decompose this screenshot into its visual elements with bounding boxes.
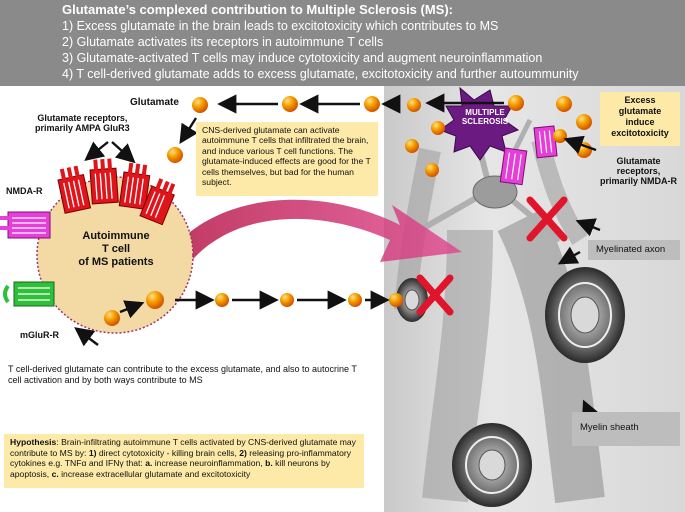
hypothesis-text-6: increase extracellular glutamate and exc… — [58, 468, 251, 479]
nmda-receptor-neuron — [499, 147, 528, 186]
ms-label-line1: MULTIPLE — [465, 108, 505, 117]
nmda-right-line2: receptors, — [616, 166, 661, 176]
neuron-body — [472, 175, 518, 209]
flow-arrows — [74, 93, 601, 422]
ms-star-label: MULTIPLE SCLEROSIS — [452, 108, 518, 126]
ampa-receptor-label: Glutamate receptors, primarily AMPA GluR… — [35, 113, 130, 133]
nmda-right-line1: Glutamate — [616, 156, 661, 166]
excess-line1: Excess — [624, 95, 656, 105]
ampa-label-line1: Glutamate receptors, — [37, 113, 128, 123]
excess-glutamate-note: Excess glutamate induce excitotoxicity — [600, 92, 680, 146]
page-title: Glutamate’s complexed contribution to Mu… — [62, 2, 454, 17]
cns-glutamate-note: CNS-derived glutamate can activate autoi… — [196, 122, 378, 196]
glutamate-label: Glutamate — [130, 97, 179, 108]
tcell-contribution-note: T cell-derived glutamate can contribute … — [8, 364, 357, 385]
header-point-4: 4) T cell-derived glutamate adds to exce… — [62, 67, 579, 81]
header-point-2: 2) Glutamate activates its receptors in … — [62, 35, 384, 49]
hypothesis-point-2: 2) — [239, 447, 247, 458]
tcell-label-line3: of MS patients — [78, 256, 154, 268]
hypothesis-text-5: kill neurons by apoptosis, — [10, 458, 331, 479]
tcell-label-line1: Autoimmune — [82, 230, 150, 242]
myelinated-axon-label: Myelinated axon — [588, 240, 680, 260]
ms-label-line2: SCLEROSIS — [461, 117, 509, 126]
hypothesis-point-c: c. — [51, 468, 59, 479]
header-point-3: 3) Glutamate-activated T cells may induc… — [62, 51, 543, 65]
mglur-label: mGluR-R — [20, 330, 59, 340]
excess-line4: excitotoxicity — [611, 128, 669, 138]
nmda-receptor-tcell — [0, 211, 51, 239]
nmda-receptor-neuron-2 — [533, 125, 558, 159]
ampa-label-line2: primarily AMPA GluR3 — [35, 123, 130, 133]
hypothesis-text-2: direct cytotoxicity - killing brain cell… — [96, 447, 240, 458]
header-point-1: 1) Excess glutamate in the brain leads t… — [62, 19, 499, 33]
tcell-label-line2: T cell — [101, 243, 131, 255]
ms-star-badge — [438, 86, 520, 161]
tcell-infiltration-arrow — [150, 199, 462, 300]
nmda-neuron-label: Glutamate receptors, primarily NMDA-R — [600, 156, 677, 186]
myelin-sheath-label: Myelin sheath — [572, 412, 680, 446]
nmda-label: NMDA-R — [6, 186, 43, 196]
myelin-sheath-rings — [396, 267, 625, 507]
hypothesis-box: Hypothesis: Brain-infiltrating autoimmun… — [4, 434, 364, 488]
header-panel: Glutamate’s complexed contribution to Mu… — [0, 0, 685, 86]
hypothesis-point-a: a. — [145, 458, 153, 469]
excess-line2: glutamate — [618, 106, 662, 116]
hypothesis-label: Hypothesis — [10, 437, 57, 447]
tcell-label: Autoimmune T cell of MS patients — [66, 230, 166, 269]
damage-cross-2 — [526, 196, 568, 242]
excess-line3: induce — [625, 117, 655, 127]
hypothesis-text-1: : Brain-infiltrating autoimmune T cells … — [10, 437, 356, 458]
damage-cross-1 — [416, 274, 454, 316]
hypothesis-point-b: b. — [265, 458, 273, 469]
diagram-canvas — [0, 86, 625, 507]
hypothesis-text-3: releasing pro-inflammatory cytokines e.g… — [10, 447, 352, 469]
nmda-right-line3: primarily NMDA-R — [600, 176, 678, 186]
ampa-receptors — [57, 158, 176, 226]
hypothesis-text-4: increase neuroinflammation, — [152, 458, 266, 469]
mglur-receptor — [3, 281, 55, 307]
hypothesis-point-1: 1) — [88, 447, 97, 458]
